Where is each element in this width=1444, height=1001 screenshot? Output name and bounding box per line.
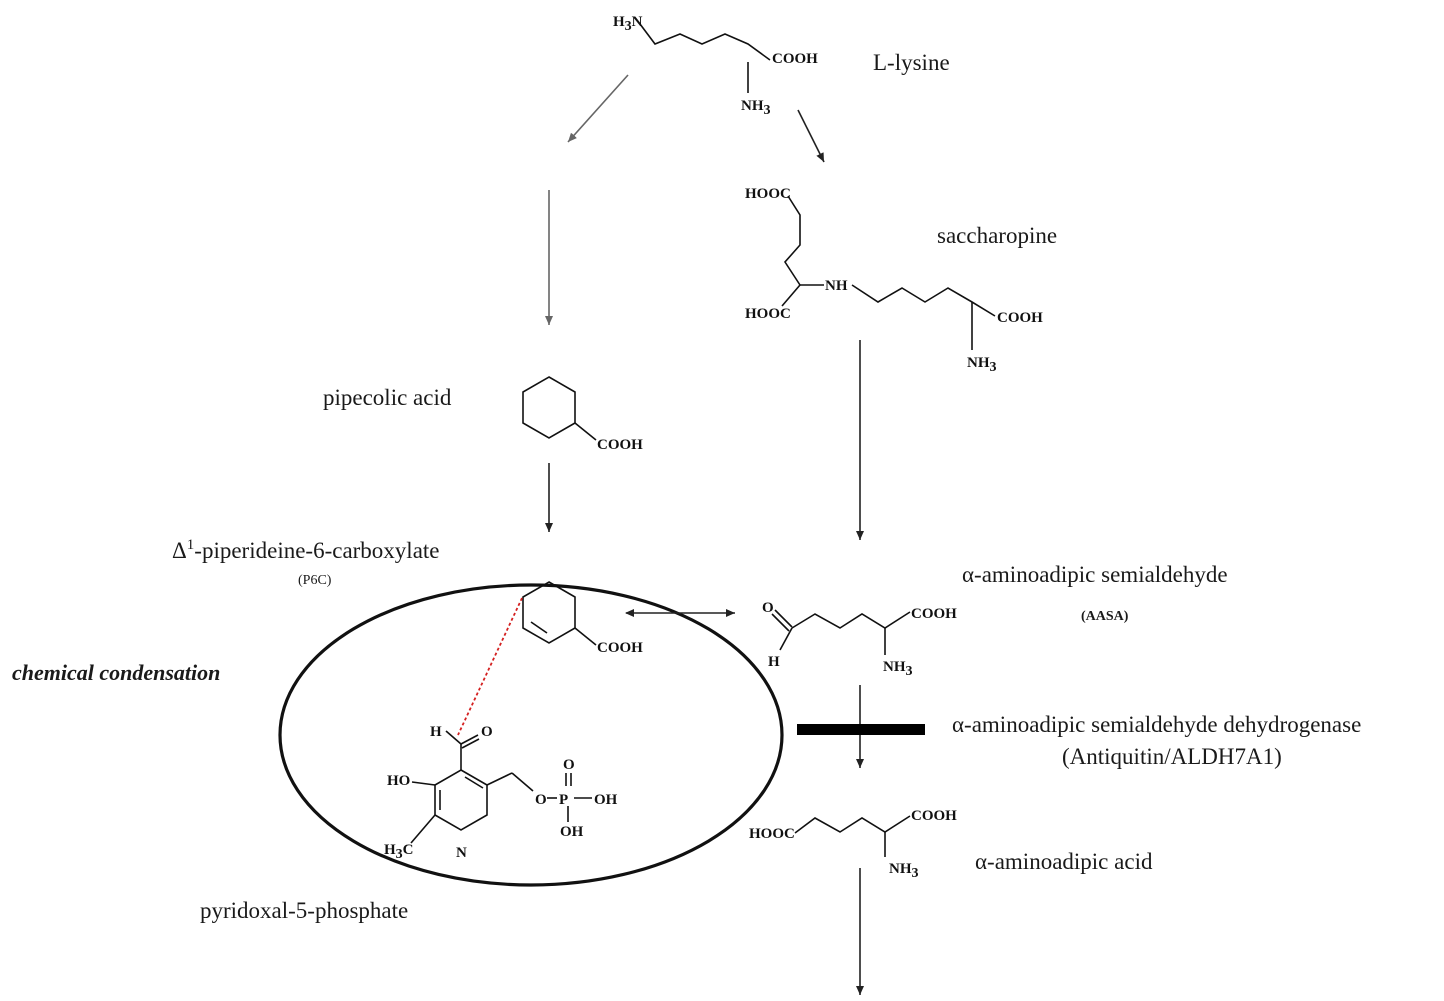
svg-text:O: O bbox=[563, 757, 575, 773]
pipecolic-acid-structure: COOH bbox=[522, 376, 643, 453]
saccharopine-label: saccharopine bbox=[937, 223, 1057, 248]
svg-text:COOH: COOH bbox=[997, 310, 1043, 326]
p6c-structure: COOH bbox=[522, 581, 643, 656]
svg-text:P: P bbox=[559, 792, 568, 808]
enzyme-block-bar bbox=[797, 724, 925, 735]
svg-text:N: N bbox=[456, 845, 467, 861]
svg-text:NH3: NH3 bbox=[883, 659, 913, 679]
aasa-structure: O H COOH NH3 bbox=[762, 600, 957, 679]
svg-text:OH: OH bbox=[560, 824, 584, 840]
svg-text:NH3: NH3 bbox=[741, 98, 771, 118]
condensation-link-line bbox=[457, 597, 523, 736]
aasa-abbreviation: (AASA) bbox=[1081, 609, 1129, 624]
pipecolic-acid-label: pipecolic acid bbox=[323, 385, 452, 410]
p6c-abbreviation: (P6C) bbox=[298, 573, 332, 588]
lysine-structure: H3N COOH NH3 bbox=[613, 14, 818, 118]
condensation-ellipse bbox=[278, 583, 784, 887]
aminoadipic-acid-structure: HOOC COOH NH3 bbox=[749, 808, 957, 881]
svg-text:H3C: H3C bbox=[384, 842, 414, 862]
svg-text:COOH: COOH bbox=[597, 437, 643, 453]
enzyme-gene-name: (Antiquitin/ALDH7A1) bbox=[1062, 744, 1282, 769]
svg-text:OH: OH bbox=[594, 792, 618, 808]
svg-text:NH3: NH3 bbox=[889, 861, 919, 881]
arrow-lysine-to-pipecolic-path bbox=[567, 74, 629, 143]
arrow-lysine-to-saccharopine bbox=[797, 109, 825, 163]
svg-text:COOH: COOH bbox=[772, 51, 818, 67]
svg-text:COOH: COOH bbox=[911, 606, 957, 622]
svg-text:HO: HO bbox=[387, 773, 410, 789]
svg-text:HOOC: HOOC bbox=[745, 186, 791, 202]
enzyme-name: α-aminoadipic semialdehyde dehydrogenase bbox=[952, 712, 1361, 737]
lysine-label: L-lysine bbox=[873, 50, 950, 75]
svg-text:H3N: H3N bbox=[613, 14, 643, 34]
p6c-label: Δ1-piperideine-6-carboxylate bbox=[172, 537, 440, 563]
svg-text:O: O bbox=[762, 600, 774, 616]
svg-text:H: H bbox=[430, 724, 442, 740]
svg-text:H: H bbox=[768, 654, 780, 670]
aasa-label: α-aminoadipic semialdehyde bbox=[962, 562, 1228, 587]
svg-text:COOH: COOH bbox=[911, 808, 957, 824]
plp-structure: H O HO H3C N O P O OH OH bbox=[384, 724, 618, 862]
svg-text:NH3: NH3 bbox=[967, 355, 997, 375]
aminoadipic-acid-label: α-aminoadipic acid bbox=[975, 849, 1153, 874]
chemical-condensation-label: chemical condensation bbox=[12, 660, 220, 685]
svg-text:O: O bbox=[535, 792, 547, 808]
svg-text:HOOC: HOOC bbox=[749, 826, 795, 842]
svg-text:O: O bbox=[481, 724, 493, 740]
svg-text:NH: NH bbox=[825, 278, 848, 294]
plp-label: pyridoxal-5-phosphate bbox=[200, 898, 408, 923]
svg-text:COOH: COOH bbox=[597, 640, 643, 656]
saccharopine-structure: HOOC HOOC NH COOH NH3 bbox=[745, 186, 1043, 375]
svg-text:HOOC: HOOC bbox=[745, 306, 791, 322]
